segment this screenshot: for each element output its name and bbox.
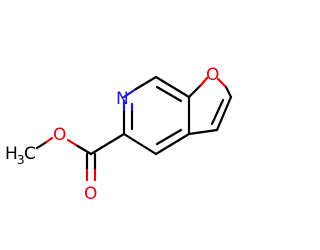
methyl-h-label: H bbox=[5, 144, 18, 164]
bond-c7-c7a-outer bbox=[154, 75, 191, 99]
bond-c7a-o-ring-o bbox=[199, 76, 209, 87]
furan-oxygen-atom-label: O bbox=[206, 65, 219, 85]
bond-o-ester-methyl-cont bbox=[35, 141, 47, 150]
bond-o-ring-c2 bbox=[216, 77, 228, 89]
structure-canvas: N O O O H 3 C bbox=[5, 65, 233, 204]
bond-c7-c7a-inner bbox=[155, 85, 183, 103]
bond-carbonyl-c-o-ester-o bbox=[66, 138, 78, 147]
bond-carbonyl-c-o-ester bbox=[74, 143, 93, 156]
bond-c7a-o-ring bbox=[187, 83, 203, 99]
bond-n-c7a-cont bbox=[134, 75, 158, 91]
methyl-c-label: C bbox=[24, 144, 36, 164]
bond-c5-carbonyl-c bbox=[89, 132, 126, 156]
bond-n-c7a bbox=[122, 87, 138, 99]
carbonyl-oxygen-atom-label: O bbox=[84, 184, 97, 204]
ester-oxygen-atom-label: O bbox=[53, 125, 66, 145]
nitrogen-atom-label: N bbox=[116, 89, 129, 109]
bond-o-ring-c2-cont bbox=[224, 85, 233, 99]
methyl-subscript-label: 3 bbox=[17, 153, 25, 167]
bond-c4-c5 bbox=[122, 132, 158, 156]
bond-c2-c3-inner bbox=[210, 98, 225, 126]
molecule-diagram: N O O O H 3 C bbox=[5, 65, 233, 204]
bond-o-ester-methyl bbox=[43, 136, 54, 145]
bond-c3a-c4-inner bbox=[155, 128, 183, 146]
bond-c2-c3-outer bbox=[215, 95, 233, 132]
bond-c3a-c4-outer bbox=[154, 132, 191, 156]
bond-c3-c3a bbox=[187, 128, 219, 136]
